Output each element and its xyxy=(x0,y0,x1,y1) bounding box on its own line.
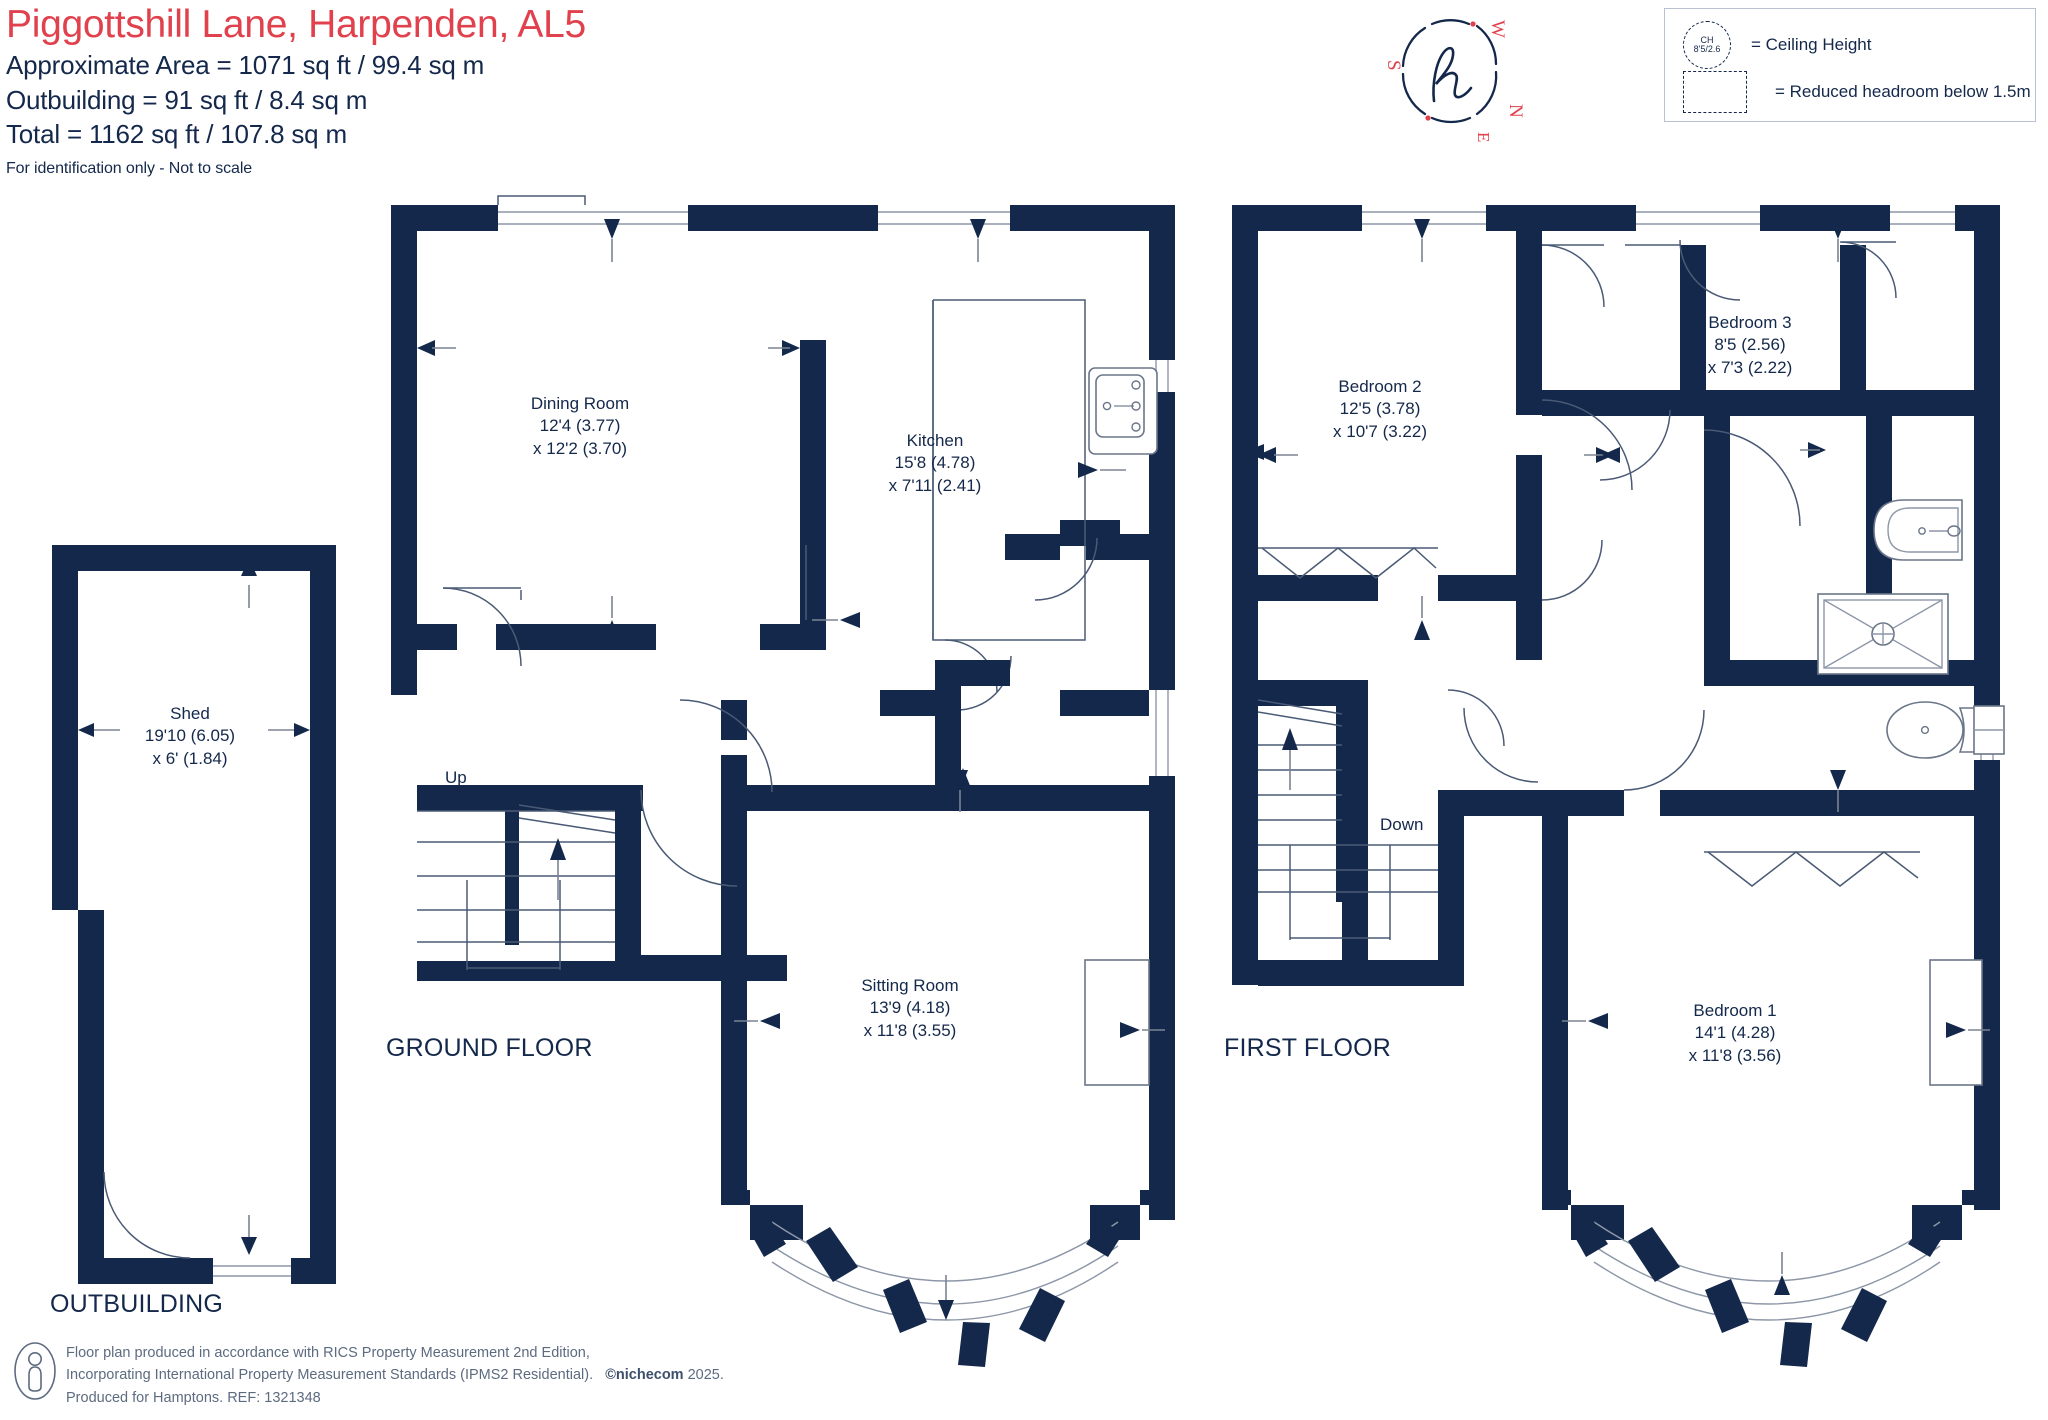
room-label-shed: Shed 19'10 (6.05) x 6' (1.84) xyxy=(90,703,290,770)
compass-label-south: S xyxy=(1383,60,1404,71)
room-label-kitchen: Kitchen 15'8 (4.78) x 7'11 (2.41) xyxy=(835,430,1035,497)
footer-line-1: Floor plan produced in accordance with R… xyxy=(66,1345,590,1361)
bedroom1-wardrobe xyxy=(1704,851,1920,887)
room-label-bedroom2: Bedroom 2 12'5 (3.78) x 10'7 (3.22) xyxy=(1270,376,1490,443)
footer-line-3: Produced for Hamptons. REF: 1321348 xyxy=(66,1389,321,1406)
footer-text: Floor plan produced in accordance with R… xyxy=(66,1342,724,1409)
footer-brand: ©nichecom xyxy=(605,1367,684,1384)
compass-dot-bottom xyxy=(1425,115,1431,121)
legend-ceiling-height-label: = Ceiling Height xyxy=(1751,35,1872,54)
outbuilding-plan xyxy=(52,545,336,1284)
footer-line-2: Incorporating International Property Mea… xyxy=(66,1364,724,1386)
shed-dimension-arrows xyxy=(78,558,310,1255)
legend-box: CH 8'5/2.6 = Ceiling Height = Reduced he… xyxy=(1664,8,2036,122)
compass-label-north: N xyxy=(1505,104,1526,118)
footer-line-2a: Incorporating International Property Mea… xyxy=(66,1367,594,1384)
room-dim2-shed: x 6' (1.84) xyxy=(152,748,228,768)
page-title: Piggottshill Lane, Harpenden, AL5 xyxy=(6,3,586,46)
stairs-up-label: Up xyxy=(445,768,467,787)
room-name-dining: Dining Room xyxy=(530,394,630,413)
stairs-down-label: Down xyxy=(1380,815,1424,834)
floor-title-first: FIRST FLOOR xyxy=(1224,1034,1392,1062)
room-dim2-bedroom3: x 7'3 (2.22) xyxy=(1707,357,1793,377)
room-dim1-dining: 12'4 (3.77) xyxy=(539,416,621,436)
stairs-up-arrow xyxy=(550,838,566,900)
compass-label-west: W xyxy=(1487,20,1508,38)
room-name-kitchen: Kitchen xyxy=(906,431,964,450)
footer: Floor plan produced in accordance with R… xyxy=(14,1342,724,1409)
room-dim2-bedroom2: x 10'7 (3.22) xyxy=(1333,421,1427,441)
stairs-down-arrow xyxy=(1282,728,1298,790)
compass-dot-top xyxy=(1470,21,1476,27)
ground-stairs xyxy=(417,800,616,970)
ground-floor-plan xyxy=(391,195,1264,1367)
bay-window-arrow xyxy=(938,1275,954,1320)
outbuilding-area-line: Outbuilding = 91 sq ft / 8.4 sq m xyxy=(6,84,368,115)
room-name-sitting: Sitting Room xyxy=(861,976,959,995)
legend-ceiling-height-row: CH 8'5/2.6 = Ceiling Height xyxy=(1683,21,1872,69)
room-label-bedroom1: Bedroom 1 14'1 (4.28) x 11'8 (3.56) xyxy=(1625,1000,1845,1067)
room-dim1-kitchen: 15'8 (4.78) xyxy=(894,453,976,473)
floor-title-ground: GROUND FLOOR xyxy=(386,1034,593,1062)
room-dim1-bedroom3: 8'5 (2.56) xyxy=(1714,335,1786,355)
ground-dimension-arrows xyxy=(417,219,1264,1038)
room-dim2-bedroom1: x 11'8 (3.56) xyxy=(1688,1045,1782,1065)
ceiling-height-value: 8'5/2.6 xyxy=(1693,44,1721,54)
room-dim1-sitting: 13'9 (4.18) xyxy=(869,998,951,1018)
bedroom1-bay-window xyxy=(1542,1164,2000,1367)
room-dim2-dining: x 12'2 (3.70) xyxy=(533,438,627,458)
legend-reduced-headroom-label: = Reduced headroom below 1.5m xyxy=(1775,82,2031,101)
legend-reduced-headroom-row: = Reduced headroom below 1.5m xyxy=(1683,71,2031,113)
footer-year: 2025. xyxy=(687,1367,724,1384)
total-area-line: Total = 1162 sq ft / 107.8 sq m xyxy=(6,119,347,150)
bedroom2-wardrobe xyxy=(1258,547,1438,579)
compass-rose: W S N E xyxy=(1370,4,1530,154)
room-dim1-shed: 19'10 (6.05) xyxy=(144,726,236,746)
room-dim1-bedroom2: 12'5 (3.78) xyxy=(1339,399,1421,419)
header: Piggottshill Lane, Harpenden, AL5 Approx… xyxy=(6,2,906,178)
ceiling-height-icon: CH 8'5/2.6 xyxy=(1683,21,1731,69)
compass-label-east: E xyxy=(1474,132,1493,142)
room-name-bedroom2: Bedroom 2 xyxy=(1338,377,1422,396)
room-name-bedroom1: Bedroom 1 xyxy=(1693,1001,1777,1020)
ground-door-swings xyxy=(442,537,1098,887)
bathroom-fixtures xyxy=(1817,499,2005,759)
room-label-sitting: Sitting Room 13'9 (4.18) x 11'8 (3.55) xyxy=(800,975,1020,1042)
disclaimer-text: For identification only - Not to scale xyxy=(6,159,253,177)
room-dim1-bedroom1: 14'1 (4.28) xyxy=(1694,1023,1776,1043)
sitting-room-bay-window xyxy=(721,1164,1175,1367)
reduced-headroom-icon xyxy=(1683,71,1747,113)
room-dim2-sitting: x 11'8 (3.55) xyxy=(863,1020,957,1040)
room-label-dining: Dining Room 12'4 (3.77) x 12'2 (3.70) xyxy=(470,393,690,460)
ceiling-height-tag: CH xyxy=(1700,34,1714,45)
floor-title-outbuilding: OUTBUILDING xyxy=(50,1290,224,1318)
room-name-shed: Shed xyxy=(170,704,210,723)
room-name-bedroom3: Bedroom 3 xyxy=(1708,313,1792,332)
person-icon xyxy=(14,1342,56,1400)
room-label-bedroom3: Bedroom 3 8'5 (2.56) x 7'3 (2.22) xyxy=(1640,312,1860,379)
room-dim2-kitchen: x 7'11 (2.41) xyxy=(888,475,982,495)
approximate-area-line: Approximate Area = 1071 sq ft / 99.4 sq … xyxy=(6,50,485,81)
kitchen-sink-fixture xyxy=(1088,367,1158,455)
